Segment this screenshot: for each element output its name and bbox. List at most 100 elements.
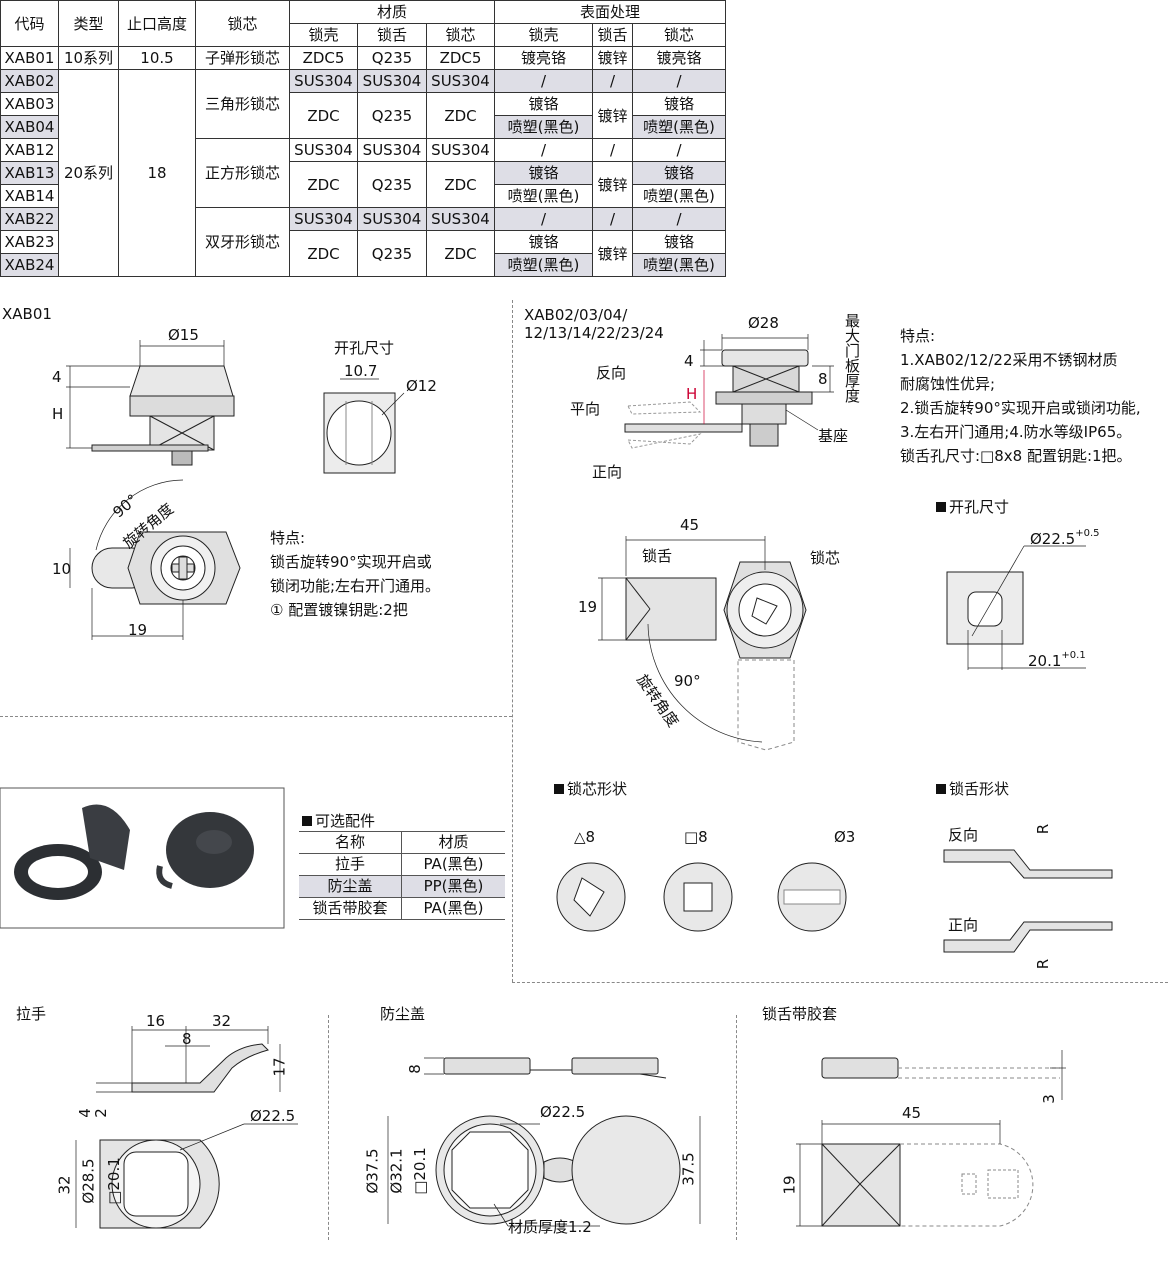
- dim-h: H: [686, 385, 698, 403]
- cell: Q235: [357, 230, 427, 277]
- cell: 镀锌: [592, 92, 633, 139]
- hole-title: 开孔尺寸: [334, 339, 395, 357]
- core-shapes-title: 锁芯形状: [554, 778, 627, 799]
- code-cell: XAB14: [0, 184, 59, 208]
- cell: ZDC: [289, 230, 358, 277]
- acc-cell: 防尘盖: [299, 875, 402, 898]
- dim-19: 19: [780, 1175, 799, 1195]
- dim-d22-5: Ø22.5: [540, 1103, 586, 1121]
- core-cell: 正方形锁芯: [195, 138, 290, 208]
- cell: 镀锌: [592, 230, 633, 277]
- code-cell: XAB12: [0, 138, 59, 162]
- dim-20-1: 20.1+0.1: [1028, 650, 1086, 670]
- cell: /: [592, 138, 633, 162]
- max-door-label: 最大门板厚度: [843, 313, 861, 403]
- cell: SUS304: [357, 69, 427, 93]
- sleeve-title: 锁舌带胶套: [762, 1005, 838, 1023]
- feature-line: 耐腐蚀性优异;: [900, 375, 996, 393]
- subheader: 锁壳: [289, 23, 358, 47]
- cell: /: [592, 69, 633, 93]
- dim-10: 10: [52, 560, 72, 578]
- dim-d22-5: Ø22.5: [250, 1107, 296, 1125]
- acc-cell: 拉手: [299, 853, 402, 876]
- core-round-dim: Ø3: [834, 828, 856, 846]
- code-cell: XAB04: [0, 115, 59, 139]
- cell: 喷塑(黑色): [494, 253, 593, 277]
- subheader: 锁舌: [357, 23, 427, 47]
- tongue-reverse-label: 反向: [948, 826, 979, 844]
- subheader: 锁壳: [494, 23, 593, 47]
- section-divider: [512, 300, 513, 982]
- tolerance-upper: +0.5: [1075, 528, 1100, 539]
- type-cell: 20系列: [58, 69, 119, 277]
- feature-line: 3.左右开门通用;4.防水等级IP65。: [900, 423, 1132, 441]
- cell: 镀铬: [632, 161, 726, 185]
- accessories-title: 可选配件: [302, 810, 375, 831]
- tongue-forward-label: 正向: [948, 916, 979, 934]
- xab02-features: 特点: 1.XAB02/12/22采用不锈钢材质 耐腐蚀性优异; 2.锁舌旋转9…: [900, 324, 1141, 468]
- header-type: 类型: [58, 0, 119, 47]
- accessories-table: 名称 材质 拉手 PA(黑色) 防尘盖 PP(黑色) 锁舌带胶套 PA(黑色): [299, 831, 505, 920]
- dim-value: 20.1: [1028, 652, 1062, 670]
- section-divider: [0, 716, 512, 717]
- dustcap-title: 防尘盖: [380, 1005, 426, 1023]
- section-divider: [512, 982, 1168, 983]
- cell: 镀铬: [494, 230, 593, 254]
- code-cell: XAB02: [0, 69, 59, 93]
- dim-d22-5: Ø22.5+0.5: [1030, 528, 1100, 548]
- cell: ZDC: [289, 161, 358, 208]
- cell: SUS304: [357, 138, 427, 162]
- code-cell: XAB22: [0, 207, 59, 231]
- spec-table: 代码 类型 止口高度 锁芯 材质 表面处理 锁壳 锁舌 锁芯 锁壳 锁舌 锁芯 …: [0, 0, 726, 277]
- hole-title-text: 开孔尺寸: [949, 498, 1010, 516]
- dim-10-7: 10.7: [344, 362, 378, 380]
- cell: /: [494, 69, 593, 93]
- square-bullet-icon: [554, 784, 564, 794]
- code-cell: XAB24: [0, 253, 59, 277]
- tolerance-upper: +0.1: [1061, 650, 1086, 661]
- feature-line: 特点:: [900, 327, 936, 345]
- header-surface: 表面处理: [494, 0, 726, 24]
- dim-d12: Ø12: [406, 377, 437, 395]
- dim-4: 4: [684, 352, 694, 370]
- dim-4: 4: [52, 368, 62, 386]
- handle-title: 拉手: [16, 1005, 47, 1023]
- cell: /: [494, 207, 593, 231]
- feature-line: 2.锁舌旋转90°实现开启或锁闭功能,: [900, 399, 1141, 417]
- flat-label: 平向: [570, 400, 601, 418]
- cell: 喷塑(黑色): [632, 115, 726, 139]
- xab01-features: 特点: 锁舌旋转90°实现开启或 锁闭功能;左右开门通用。 ① 配置镀镍钥匙:2…: [270, 526, 440, 622]
- cell: 镀锌: [592, 46, 633, 70]
- type-cell: 10系列: [58, 46, 119, 70]
- cell: Q235: [357, 161, 427, 208]
- code-cell: XAB03: [0, 92, 59, 116]
- base-label: 基座: [818, 427, 849, 445]
- cell: 镀亮铬: [494, 46, 593, 70]
- dim-value: Ø22.5: [1030, 530, 1076, 548]
- cell: /: [592, 207, 633, 231]
- dim-32: 32: [212, 1012, 232, 1030]
- tongue-shapes-title: 锁舌形状: [936, 778, 1009, 799]
- xab02-title-2: 12/13/14/22/23/24: [524, 324, 664, 342]
- dim-h: H: [52, 405, 64, 423]
- feature-line: 特点:: [270, 529, 306, 547]
- feature-line: ① 配置镀镍钥匙:2把: [270, 601, 408, 619]
- dim-8: 8: [818, 370, 828, 388]
- cell: 镀铬: [494, 161, 593, 185]
- subheader: 锁芯: [426, 23, 495, 47]
- cell: SUS304: [357, 207, 427, 231]
- xab01-title: XAB01: [2, 305, 52, 323]
- code-cell: XAB23: [0, 230, 59, 254]
- cell: ZDC5: [289, 46, 358, 70]
- dim-16: 16: [146, 1012, 166, 1030]
- square-bullet-icon: [936, 502, 946, 512]
- feature-line: 锁舌孔尺寸:□8x8 配置钥匙:1把。: [900, 447, 1132, 465]
- cell: 镀铬: [632, 92, 726, 116]
- cell: SUS304: [289, 69, 358, 93]
